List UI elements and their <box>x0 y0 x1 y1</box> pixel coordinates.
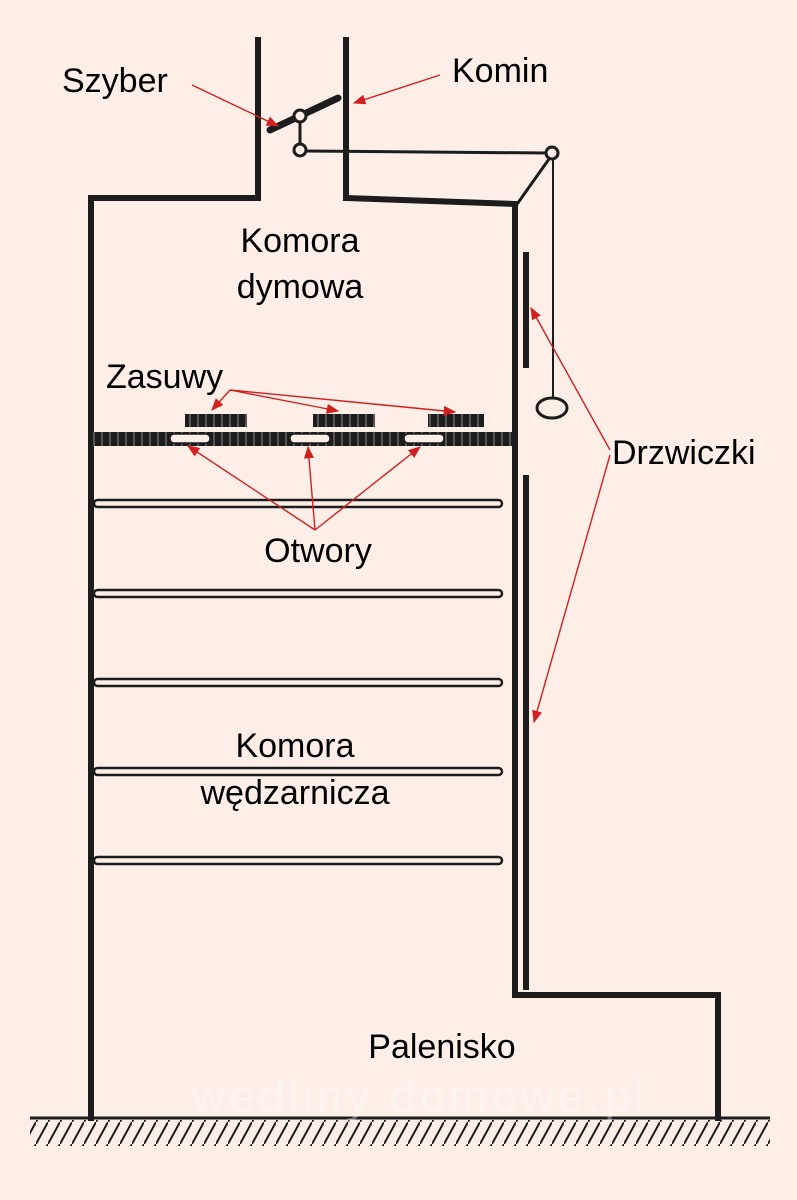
chimney <box>255 37 349 201</box>
opening-2 <box>289 433 331 444</box>
label-drzwiczki: Drzwiczki <box>612 434 756 472</box>
label-palenisko: Palenisko <box>368 1028 515 1066</box>
partition <box>91 432 515 446</box>
pointer-arrows <box>186 74 611 724</box>
watermark: wedliny domowe.pl <box>191 1070 649 1122</box>
rod-3 <box>92 677 504 688</box>
label-komin: Komin <box>452 52 548 90</box>
shutters <box>185 414 484 427</box>
label-szyber: Szyber <box>62 62 168 100</box>
smokehouse-walls <box>88 194 721 1121</box>
opening-3 <box>403 433 445 444</box>
label-zasuwy: Zasuwy <box>106 358 223 396</box>
label-otwory: Otwory <box>264 532 372 570</box>
label-komora-dymowa-line1: Komora <box>240 222 359 260</box>
label-komora-wedzarnicza-line1: Komora <box>235 727 354 765</box>
rod-5 <box>92 855 504 866</box>
ground <box>30 1116 770 1146</box>
rod-4 <box>92 766 504 777</box>
opening-1 <box>169 433 211 444</box>
shutter-2 <box>313 414 375 427</box>
damper <box>266 94 569 420</box>
shutter-1 <box>185 414 247 427</box>
shutter-3 <box>428 414 484 427</box>
rod-1 <box>92 498 504 509</box>
smoking-rods <box>92 498 504 866</box>
rod-2 <box>92 588 504 599</box>
label-komora-wedzarnicza-line2: wędzarnicza <box>200 774 390 812</box>
label-komora-dymowa-line2: dymowa <box>237 268 364 306</box>
